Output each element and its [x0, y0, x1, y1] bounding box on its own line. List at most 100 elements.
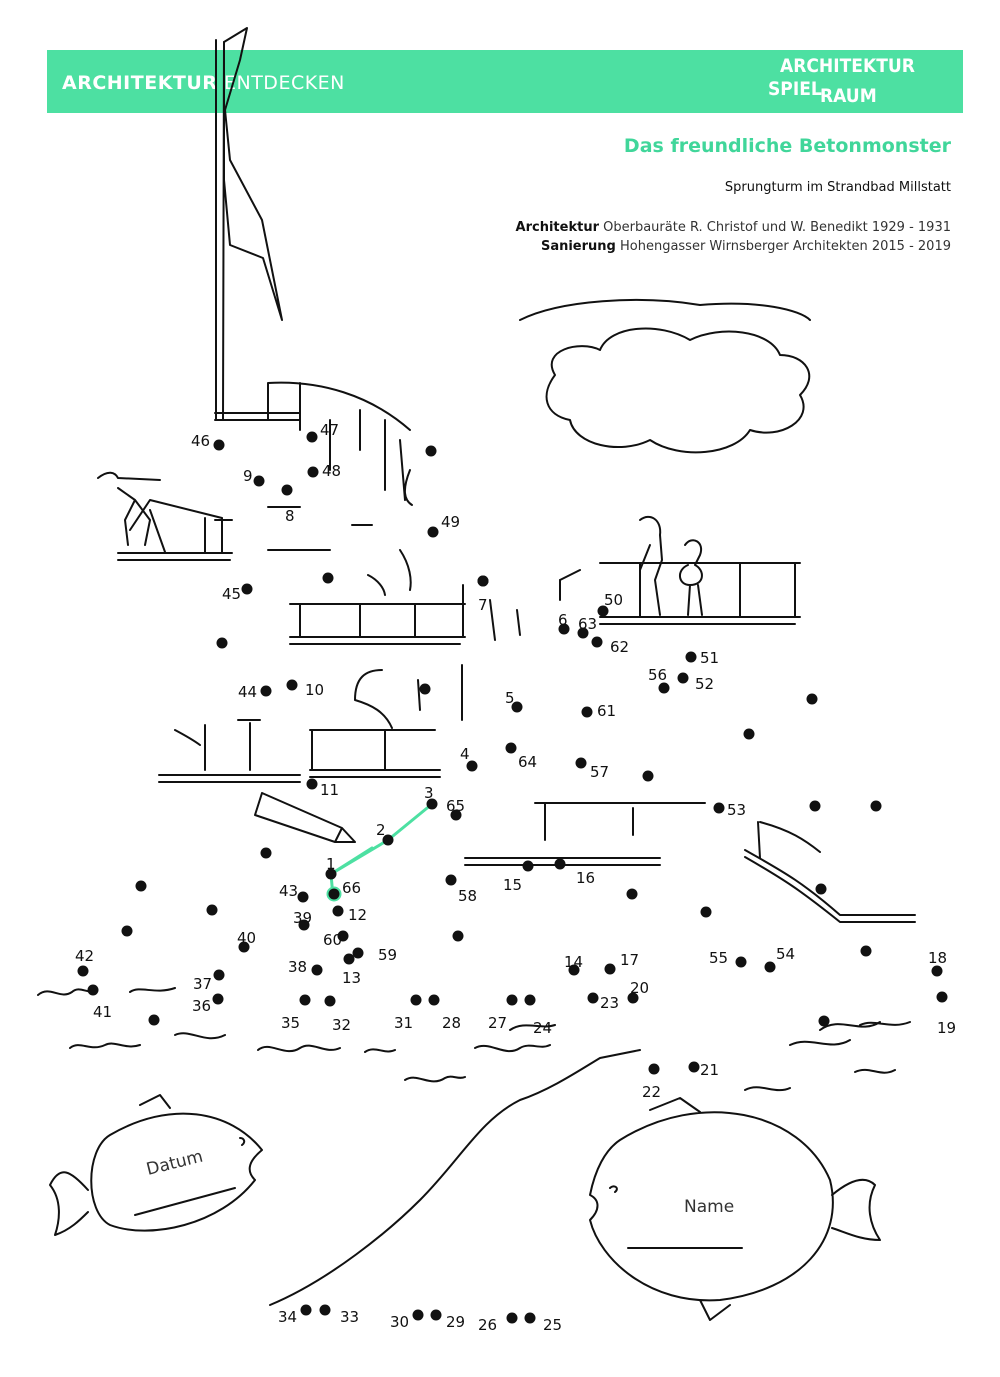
flagpole: [215, 39, 225, 421]
dot-30: [412, 1309, 424, 1321]
top-platform: [214, 381, 411, 431]
dot-unnumbered: [148, 1014, 160, 1026]
dot-41: [87, 984, 99, 996]
header-band: [47, 50, 963, 113]
dot-label-25: 25: [543, 1316, 562, 1334]
dot-50: [597, 605, 609, 617]
dot-26: [506, 1312, 518, 1324]
dot-46: [213, 439, 225, 451]
dot-label-16: 16: [576, 869, 595, 887]
dot-label-45: 45: [222, 585, 241, 603]
dot-label-30: 30: [390, 1313, 409, 1331]
dot-13: [343, 953, 355, 965]
fish-left: [49, 1094, 263, 1236]
dot-label-43: 43: [279, 882, 298, 900]
dot-27: [506, 994, 518, 1006]
dot-4: [466, 760, 478, 772]
dot-24: [524, 994, 536, 1006]
dot-51: [685, 651, 697, 663]
credit-renovation-key: Sanierung: [540, 239, 616, 254]
dot-label-46: 46: [191, 432, 210, 450]
platform-center: [464, 802, 706, 866]
dot-60: [337, 930, 349, 942]
dot-52: [677, 672, 689, 684]
dot-unnumbered: [809, 800, 821, 812]
dot-label-62: 62: [610, 638, 629, 656]
dot-44: [260, 685, 272, 697]
dot-label-59: 59: [378, 946, 397, 964]
dot-label-14: 14: [564, 953, 583, 971]
water-waves: [37, 987, 911, 1092]
dot-33: [319, 1304, 331, 1316]
dot-37: [213, 969, 225, 981]
dot-unnumbered: [860, 945, 872, 957]
dot-label-50: 50: [604, 591, 623, 609]
dot-3: [426, 798, 438, 810]
dot-label-20: 20: [630, 979, 649, 997]
logo-line2b: RAUM: [820, 85, 877, 107]
platform-right: [559, 562, 801, 625]
dot-unnumbered: [870, 800, 882, 812]
dot-57: [575, 757, 587, 769]
pencil-icon: [254, 792, 356, 843]
dot-label-23: 23: [600, 994, 619, 1012]
credit-renovation-value: Hohengasser Wirnsberger Architekten 2015…: [619, 239, 951, 254]
dot-59: [352, 947, 364, 959]
dot-19: [936, 991, 948, 1003]
dot-17: [604, 963, 616, 975]
dot-label-12: 12: [348, 906, 367, 924]
credit-architecture: Architektur Oberbauräte R. Christof und …: [516, 220, 951, 235]
dot-label-6: 6: [558, 611, 568, 629]
dot-label-55: 55: [709, 949, 728, 967]
dot-34: [300, 1304, 312, 1316]
date-field-label: Datum: [144, 1147, 205, 1180]
dot-35: [299, 994, 311, 1006]
dot-14: [568, 964, 580, 976]
dot-6: [558, 623, 570, 635]
platform-left: [158, 719, 441, 783]
dot-65: [450, 809, 462, 821]
credit-architecture-key: Architektur: [515, 220, 599, 235]
dot-55: [735, 956, 747, 968]
dot-unnumbered: [818, 1015, 830, 1027]
dot-label-1: 1: [326, 855, 336, 873]
dot-label-44: 44: [238, 683, 257, 701]
dot-8: [281, 484, 293, 496]
dot-label-21: 21: [700, 1061, 719, 1079]
dot-label-15: 15: [503, 876, 522, 894]
dot-unnumbered: [743, 728, 755, 740]
dot-label-65: 65: [446, 797, 465, 815]
cloud: [519, 299, 811, 454]
platform-right-ramp: [744, 821, 916, 923]
dot-53: [713, 802, 725, 814]
dot-unnumbered: [452, 930, 464, 942]
dot-label-57: 57: [590, 763, 609, 781]
fish-labels: Datum Name: [144, 1147, 734, 1217]
dot-15: [522, 860, 534, 872]
header-title-light: ENTDECKEN: [223, 72, 345, 94]
dot-label-52: 52: [695, 675, 714, 693]
dot-label-56: 56: [648, 666, 667, 684]
dot-label-53: 53: [727, 801, 746, 819]
dot-11: [306, 778, 318, 790]
dot-label-66: 66: [342, 879, 361, 897]
dot-48: [307, 466, 319, 478]
slope: [269, 1049, 641, 1306]
dot-unnumbered: [206, 904, 218, 916]
dot-label-17: 17: [620, 951, 639, 969]
dot-2: [382, 834, 394, 846]
dot-label-24: 24: [533, 1019, 552, 1037]
dot-31: [410, 994, 422, 1006]
dot-42: [77, 965, 89, 977]
dot-label-39: 39: [293, 909, 312, 927]
dot-label-47: 47: [320, 421, 339, 439]
dot-label-31: 31: [394, 1014, 413, 1032]
dot-label-58: 58: [458, 887, 477, 905]
dot-label-4: 4: [460, 745, 470, 763]
diver-platform: [117, 499, 233, 561]
dot-unnumbered: [425, 445, 437, 457]
dot-62: [591, 636, 603, 648]
dot-label-10: 10: [305, 681, 324, 699]
dot-label-9: 9: [243, 467, 253, 485]
